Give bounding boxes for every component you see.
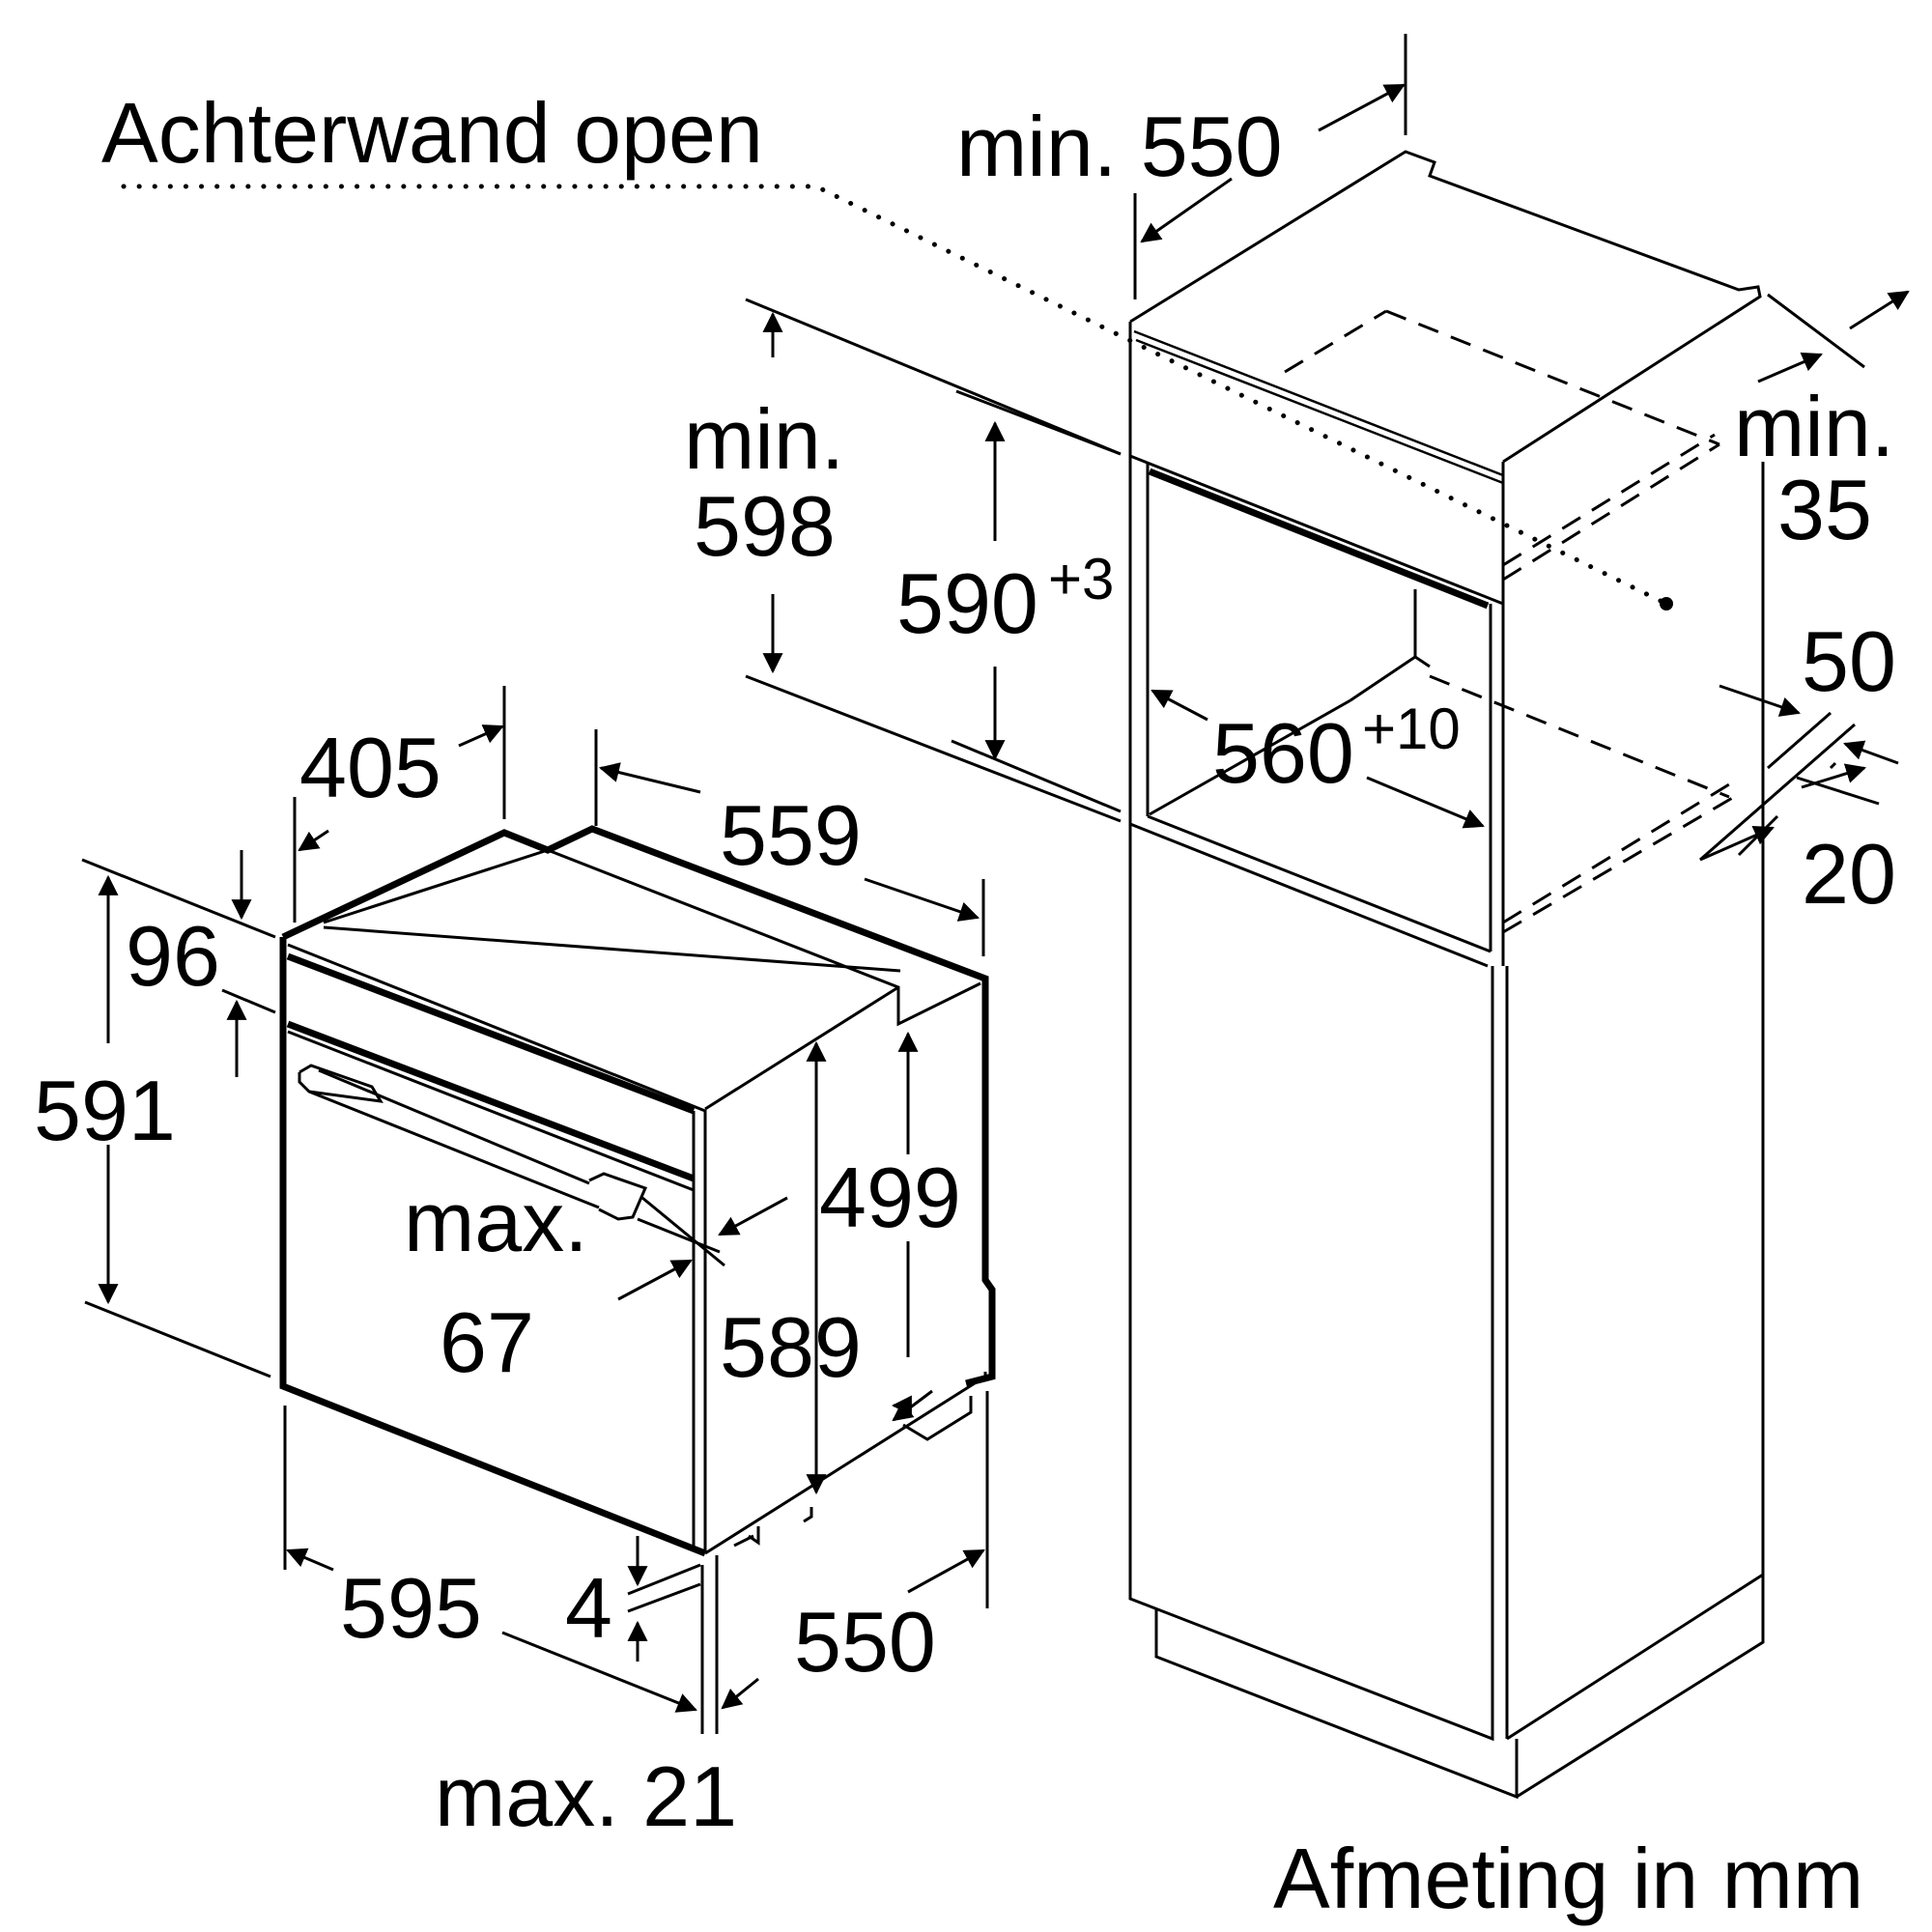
label-595: 595 <box>340 1560 482 1656</box>
oven-drawing <box>279 825 996 1557</box>
cabinet-drawing <box>121 150 1765 1800</box>
label-max-21: max. 21 <box>435 1748 737 1844</box>
label-min-35-prefix: min. <box>1734 379 1894 474</box>
label-590-tolerance: +3 <box>1048 547 1114 611</box>
unit-note: Afmeting in mm <box>1273 1831 1863 1926</box>
label-50: 50 <box>1802 613 1896 709</box>
labels: Achterwand open Afmeting in mm min. 550 … <box>34 85 1896 1926</box>
title-text: Achterwand open <box>101 85 763 181</box>
label-591: 591 <box>34 1063 176 1158</box>
label-560: 560 <box>1212 705 1354 801</box>
label-4: 4 <box>565 1560 612 1656</box>
label-560-tolerance: +10 <box>1362 696 1461 761</box>
label-598: 598 <box>694 478 836 574</box>
label-550: 550 <box>794 1594 936 1690</box>
label-559: 559 <box>720 787 862 883</box>
label-20: 20 <box>1802 826 1896 922</box>
label-67: 67 <box>440 1294 534 1390</box>
label-590: 590 <box>896 555 1038 651</box>
label-405: 405 <box>299 720 441 815</box>
label-96: 96 <box>126 908 220 1004</box>
label-min-550: min. 550 <box>956 99 1283 194</box>
label-589: 589 <box>720 1299 862 1395</box>
cabinet-dimensions <box>745 34 1910 862</box>
label-499: 499 <box>819 1150 961 1245</box>
label-max-67-prefix: max. <box>404 1174 588 1269</box>
label-min-598-prefix: min. <box>684 391 844 487</box>
label-35: 35 <box>1777 462 1872 557</box>
oven-dimensions <box>81 686 989 1734</box>
